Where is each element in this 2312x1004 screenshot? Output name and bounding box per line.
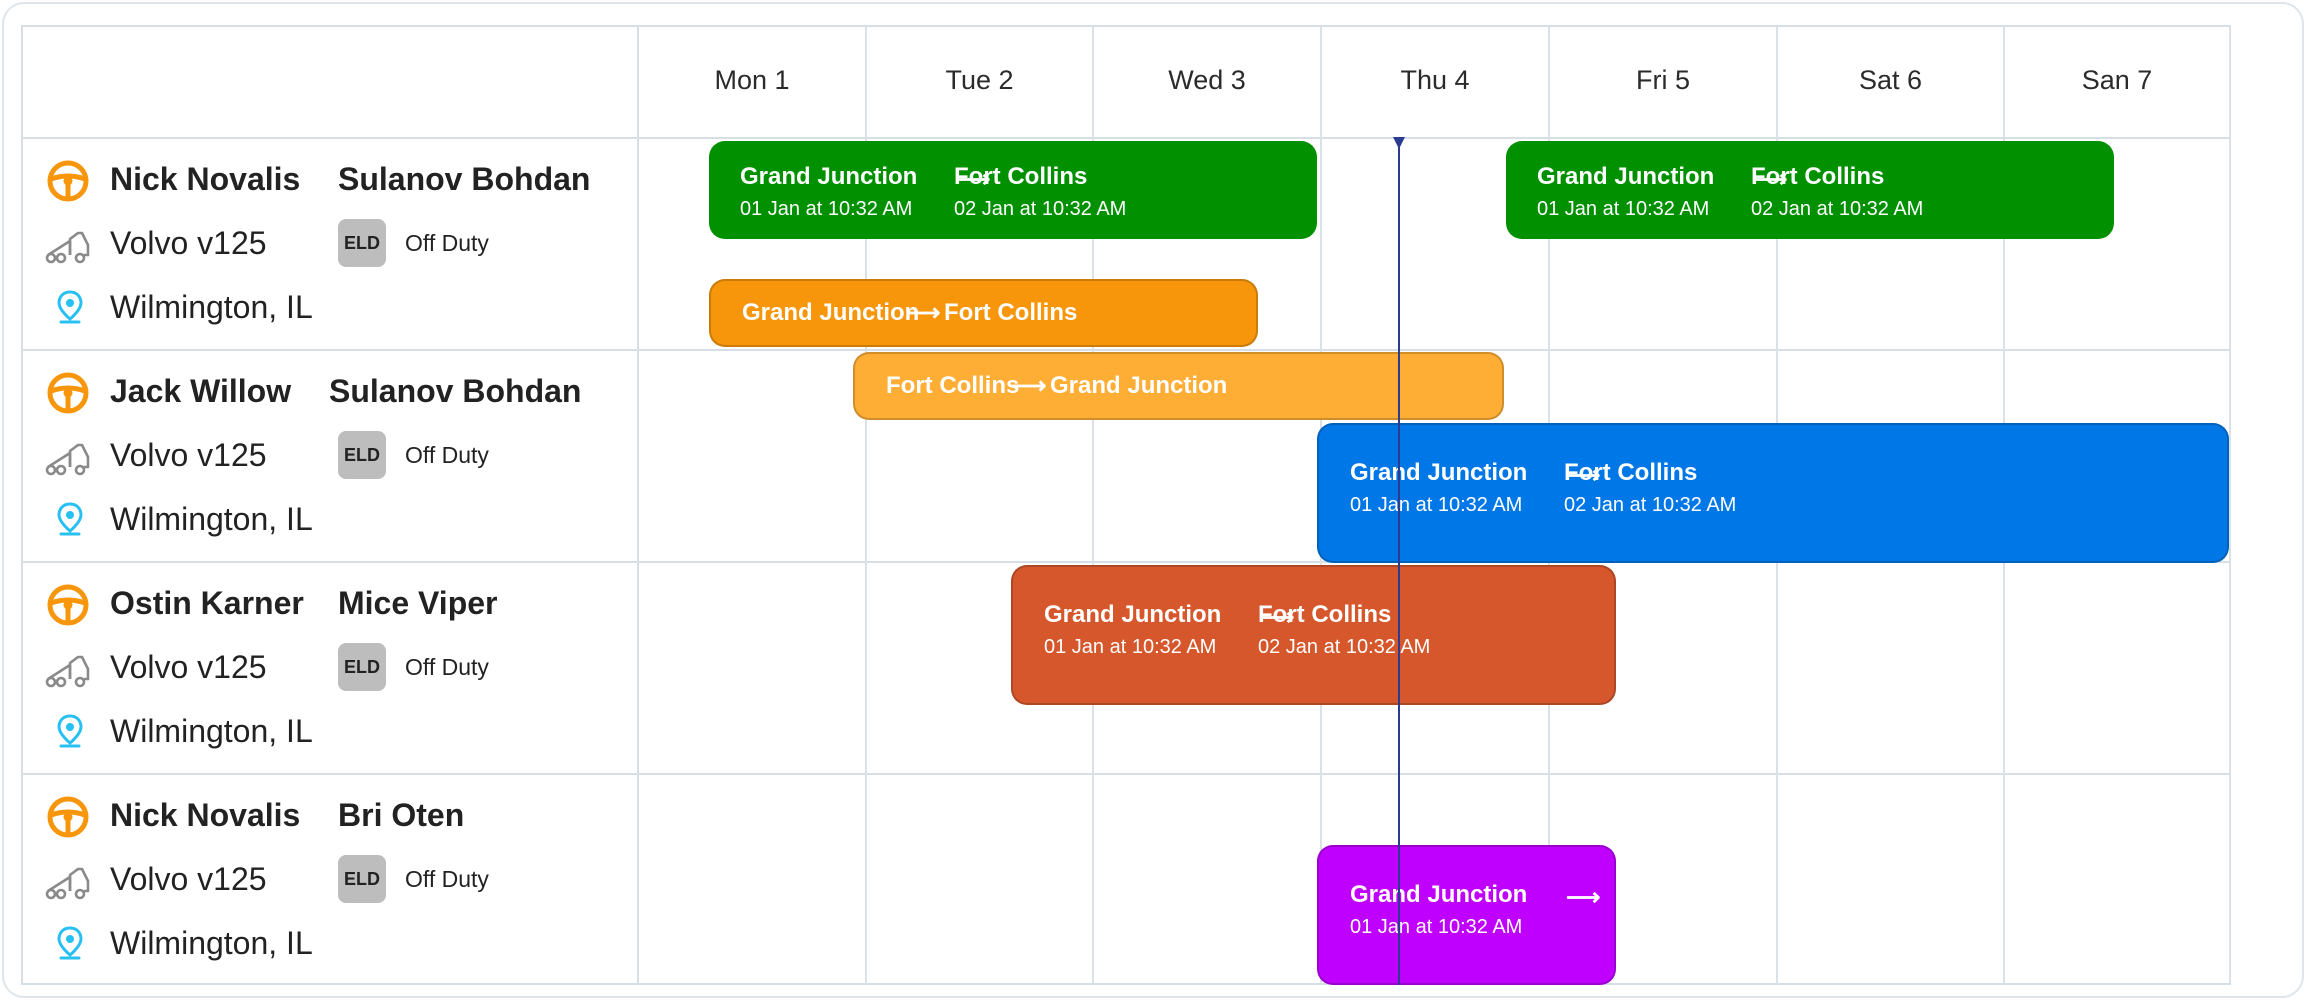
- trip-destination: Fort Collins: [944, 299, 1078, 326]
- trip-card[interactable]: Grand Junction ⟶ Fort Collins 01 Jan at …: [1317, 423, 2229, 563]
- day-header[interactable]: Mon 1: [714, 64, 790, 95]
- grid-line: [21, 25, 2231, 27]
- eld-badge: ELD: [338, 643, 386, 691]
- trip-destination: Fort Collins: [954, 163, 1088, 190]
- driver-name[interactable]: Nick Novalis: [110, 797, 301, 833]
- grid-line: [637, 25, 639, 985]
- arrow-right-icon: ⟶: [956, 166, 991, 193]
- duty-status: Off Duty: [405, 442, 489, 468]
- eld-badge: ELD: [338, 431, 386, 479]
- trip-card[interactable]: Grand Junction ⟶ Fort Collins 01 Jan at …: [1506, 141, 2114, 239]
- trip-arrival-time: 02 Jan at 10:32 AM: [1751, 198, 1924, 220]
- trip-card[interactable]: Grand Junction ⟶ Fort Collins 01 Jan at …: [709, 141, 1317, 239]
- day-header[interactable]: Wed 3: [1168, 64, 1246, 95]
- truck-name: Volvo v125: [110, 225, 267, 261]
- driver-row[interactable]: Ostin Karner Mice Viper Volvo v125 ELD O…: [21, 561, 637, 773]
- steering-wheel-icon: [46, 583, 90, 632]
- location-name: Wilmington, IL: [110, 501, 313, 537]
- location-name: Wilmington, IL: [110, 925, 313, 961]
- steering-wheel-icon: [46, 159, 90, 208]
- location-pin-icon: [56, 289, 84, 330]
- current-time-marker: [1393, 137, 1405, 149]
- trip-origin: Grand Junction: [1350, 881, 1528, 908]
- trip-card[interactable]: Grand Junction ⟶ 01 Jan at 10:32 AM: [1317, 845, 1616, 985]
- day-header[interactable]: Sat 6: [1858, 64, 1923, 95]
- trip-destination: Grand Junction: [1050, 372, 1228, 399]
- location-name: Wilmington, IL: [110, 289, 313, 325]
- trip-destination: Fort Collins: [1258, 601, 1392, 628]
- grid-line: [21, 349, 2231, 351]
- trip-departure-time: 01 Jan at 10:32 AM: [740, 198, 913, 220]
- trip-origin: Grand Junction: [742, 299, 920, 326]
- steering-wheel-icon: [46, 371, 90, 420]
- codriver-name[interactable]: Sulanov Bohdan: [338, 161, 591, 197]
- arrow-right-icon: ⟶: [1012, 372, 1047, 400]
- trip-arrival-time: 02 Jan at 10:32 AM: [1564, 494, 1737, 516]
- trip-card[interactable]: Grand Junction ⟶ Fort Collins: [709, 279, 1258, 347]
- trip-origin: Grand Junction: [1044, 601, 1222, 628]
- day-header[interactable]: San 7: [2081, 64, 2153, 95]
- trip-origin: Grand Junction: [740, 163, 918, 190]
- truck-icon: [44, 653, 92, 694]
- codriver-name[interactable]: Bri Oten: [338, 797, 465, 833]
- truck-icon: [44, 441, 92, 482]
- driver-name[interactable]: Ostin Karner: [110, 585, 304, 621]
- trip-arrival-time: 02 Jan at 10:32 AM: [954, 198, 1127, 220]
- schedule-grid: Mon 1 Tue 2 Wed 3 Thu 4 Fri 5 Sat 6 San …: [21, 25, 2231, 985]
- arrow-right-icon: ⟶: [1566, 884, 1601, 911]
- truck-name: Volvo v125: [110, 649, 267, 685]
- grid-line: [865, 25, 867, 985]
- trip-destination: Fort Collins: [1564, 459, 1698, 486]
- grid-line: [2229, 25, 2231, 985]
- grid-line: [21, 773, 2231, 775]
- grid-line: [21, 983, 2231, 985]
- trip-origin: Grand Junction: [1350, 459, 1528, 486]
- eld-badge: ELD: [338, 219, 386, 267]
- trip-origin: Grand Junction: [1537, 163, 1715, 190]
- arrow-right-icon: ⟶: [1566, 462, 1601, 489]
- arrow-right-icon: ⟶: [1260, 604, 1295, 631]
- duty-status: Off Duty: [405, 866, 489, 892]
- eld-badge: ELD: [338, 855, 386, 903]
- driver-row[interactable]: Nick Novalis Sulanov Bohdan Volvo v125 E…: [21, 137, 637, 349]
- grid-line: [21, 137, 2231, 139]
- grid-line: [21, 25, 23, 985]
- day-header[interactable]: Fri 5: [1636, 64, 1690, 95]
- steering-wheel-icon: [46, 795, 90, 844]
- arrow-right-icon: ⟶: [1753, 166, 1788, 193]
- truck-icon: [44, 865, 92, 906]
- trip-arrival-time: 02 Jan at 10:32 AM: [1258, 636, 1431, 658]
- trip-origin: Fort Collins: [886, 372, 1020, 399]
- trip-card[interactable]: Fort Collins ⟶ Grand Junction: [853, 352, 1504, 420]
- trip-departure-time: 01 Jan at 10:32 AM: [1350, 494, 1523, 516]
- codriver-name[interactable]: Sulanov Bohdan: [329, 373, 582, 409]
- driver-name[interactable]: Nick Novalis: [110, 161, 301, 197]
- location-pin-icon: [56, 713, 84, 754]
- arrow-right-icon: ⟶: [906, 299, 941, 327]
- trip-departure-time: 01 Jan at 10:32 AM: [1044, 636, 1217, 658]
- location-pin-icon: [56, 501, 84, 542]
- codriver-name[interactable]: Mice Viper: [338, 585, 498, 621]
- duty-status: Off Duty: [405, 230, 489, 256]
- grid-line: [21, 561, 2231, 563]
- day-header[interactable]: Tue 2: [945, 64, 1014, 95]
- duty-status: Off Duty: [405, 654, 489, 680]
- grid-line: [1092, 25, 1094, 985]
- truck-name: Volvo v125: [110, 861, 267, 897]
- trip-card[interactable]: Grand Junction ⟶ Fort Collins 01 Jan at …: [1011, 565, 1616, 705]
- driver-name[interactable]: Jack Willow: [110, 373, 292, 409]
- location-pin-icon: [56, 925, 84, 966]
- trip-destination: Fort Collins: [1751, 163, 1885, 190]
- truck-icon: [44, 229, 92, 270]
- day-header[interactable]: Thu 4: [1400, 64, 1470, 95]
- trip-departure-time: 01 Jan at 10:32 AM: [1350, 916, 1523, 938]
- driver-row[interactable]: Jack Willow Sulanov Bohdan Volvo v125 EL…: [21, 349, 637, 561]
- truck-name: Volvo v125: [110, 437, 267, 473]
- location-name: Wilmington, IL: [110, 713, 313, 749]
- current-time-line: [1398, 137, 1400, 985]
- driver-row[interactable]: Nick Novalis Bri Oten Volvo v125 ELD Off…: [21, 773, 637, 985]
- trip-departure-time: 01 Jan at 10:32 AM: [1537, 198, 1710, 220]
